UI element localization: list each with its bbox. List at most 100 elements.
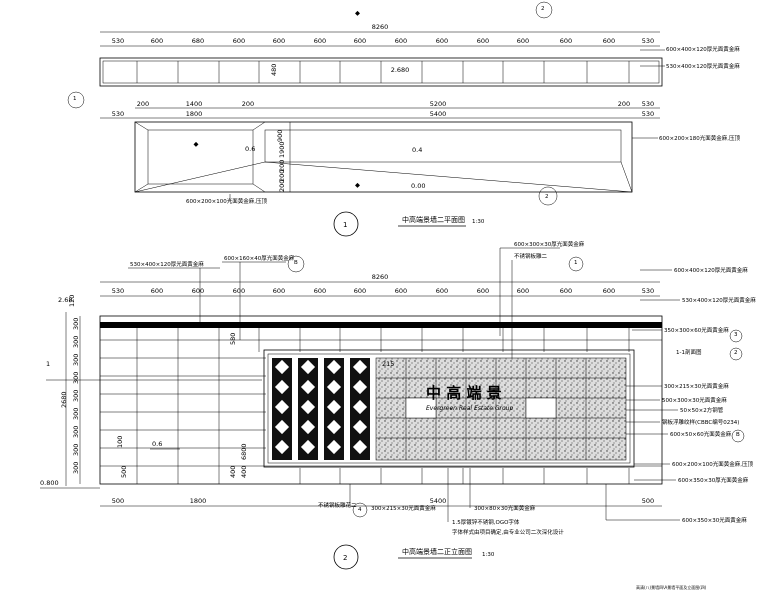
section-marker-left: [67, 91, 85, 109]
elev-note-b1: 不锈钢板雕花二: [318, 501, 357, 509]
plan-wall-cap: [99, 57, 663, 87]
elev-cap-band: [100, 322, 662, 328]
plan-low-dim: 530: [642, 110, 654, 118]
elev-left-dim: 300: [72, 390, 80, 402]
elev-marker-B-top: [287, 255, 305, 273]
plan-height-480: 480: [270, 64, 278, 76]
elev-top-dims: 530 600 600 600 600 600 600 600 600 600 …: [112, 287, 654, 295]
elev-bottom-dim: 1800: [190, 497, 207, 505]
plan-low-dim: 1800: [186, 110, 203, 118]
plan-top-dims: 530 600 680 600 600 600 600 600 600 600 …: [112, 37, 654, 45]
plan-note-r2: 530×400×120厚光面黄金麻: [666, 62, 740, 70]
elev-marker-2-label: 2: [734, 350, 738, 356]
elev-title-number: 2: [343, 554, 347, 562]
elev-dim-100: 100: [116, 436, 124, 448]
file-note: 高清(八)景墙四\A景墙平面及立面图(四): [636, 584, 707, 590]
plan-right-dim: 200: [278, 160, 286, 172]
elev-top-dim: 600: [354, 287, 366, 295]
elev-height-total: 2680: [60, 391, 68, 408]
elev-left-dim: 300: [72, 426, 80, 438]
elev-dim-500: 500: [120, 466, 128, 478]
elev-marker-1: [568, 256, 584, 272]
elev-title: 中高端景墙二正立面图: [402, 547, 472, 556]
plan-top-dim: 600: [314, 37, 326, 45]
plan-level-04: 0.4: [412, 146, 422, 154]
plan-cap-joints: [136, 61, 630, 83]
elev-note-b2: 300×215×30光面黄金麻: [371, 504, 436, 512]
elev-granite-blocks: [375, 357, 627, 461]
elev-dim-400b: 400: [240, 466, 248, 478]
elev-note-right: 600×350×30光面黄金麻: [682, 516, 747, 524]
elevation-view: 8260 530 600 600 600 600 600 600 600 600…: [40, 240, 756, 590]
elev-top-dim: 600: [273, 287, 285, 295]
plan-top-dim: 600: [273, 37, 285, 45]
elev-marker-B-right-label: B: [736, 432, 740, 438]
plan-title-number: 1: [343, 221, 347, 229]
elev-note-right: 500×300×30光面黄金麻: [662, 396, 727, 404]
elev-note-tl2: 600×160×40厚光面黄金麻: [224, 254, 295, 262]
elev-top-dim: 600: [233, 287, 245, 295]
elev-dim-580: 580: [229, 333, 237, 345]
elev-dim-400a: 400: [229, 466, 237, 478]
plan-note-bottom: 600×200×100光面黄金麻,压顶: [186, 197, 267, 205]
plan-level-main: 2.680: [391, 66, 410, 74]
elev-left-dim: 300: [72, 354, 80, 366]
elev-top-dim: 530: [642, 287, 654, 295]
elev-left-dim: 120: [68, 295, 76, 307]
elev-note-right: 530×400×120厚光面黄金麻: [682, 296, 756, 304]
section-marker-bottom: [538, 186, 558, 206]
elev-note-top2: 不锈钢板雕二: [514, 252, 548, 260]
plan-right-dim: 200: [278, 170, 286, 182]
elev-title-circle: [333, 544, 359, 570]
section-mark-1: 1: [73, 96, 77, 102]
plan-mid-dim: 1400: [186, 100, 203, 108]
elev-stone-grid: [100, 328, 662, 484]
elev-left-dim: 300: [72, 318, 80, 330]
elev-note-right: 600×400×120厚光面黄金麻: [674, 266, 748, 274]
plan-top-dim: 600: [233, 37, 245, 45]
plan-low-dim: 530: [112, 110, 124, 118]
elev-lettering: 中 高 端 景: [426, 384, 502, 402]
plan-view: 8260 530 600 680 600 600 600 600 600 600…: [67, 1, 740, 237]
elev-note-right: 300×215×30光面黄金麻: [664, 382, 729, 390]
plan-title-circle: [333, 211, 359, 237]
elev-note-right: 600×50×60光面黄金麻: [670, 430, 732, 438]
elev-total-width: 8260: [372, 273, 389, 281]
plan-mark: ◆: [194, 140, 199, 148]
plan-planter: [147, 129, 254, 185]
plan-mid-dim: 200: [618, 100, 630, 108]
elev-note-right: 1-1剖面图: [676, 348, 702, 356]
elev-top-dim: 600: [314, 287, 326, 295]
elev-note-right: 600×350×30厚光面黄金麻: [678, 476, 749, 484]
elev-marker-3: [729, 329, 743, 343]
elev-left-dim: 300: [72, 408, 80, 420]
plan-total-width: 8260: [372, 23, 389, 31]
elev-top-dim: 600: [395, 287, 407, 295]
elev-note-right: 50×50×2方钢管: [680, 406, 724, 414]
elev-dim-215: 215: [382, 360, 394, 368]
plan-top-dim: 600: [354, 37, 366, 45]
elev-lattice-screens: [272, 358, 370, 460]
plan-note-r3: 600×200×180光面黄金麻,压顶: [659, 134, 740, 142]
plan-note-r1: 600×400×120厚光面黄金麻: [666, 45, 740, 53]
elev-left-dim: 300: [72, 462, 80, 474]
plan-top-dim: 600: [477, 37, 489, 45]
elev-marker-3-label: 3: [734, 332, 738, 338]
plan-mid-dim: 200: [242, 100, 254, 108]
elev-note-right: 600×200×100光面黄金麻,压顶: [672, 460, 753, 468]
plan-top-dim: 600: [560, 37, 572, 45]
elev-top-dim: 600: [603, 287, 615, 295]
elev-top-dim: 600: [436, 287, 448, 295]
elev-level-0800: 0.800: [40, 479, 59, 487]
elev-marker-B-top-label: B: [294, 260, 298, 266]
elev-top-dim: 600: [517, 287, 529, 295]
elev-note-right: 钢板浮雕纹样(CBBC编号0234): [662, 418, 739, 426]
plan-mark-bottom: ◆: [355, 181, 360, 189]
plan-mid-dim: 200: [137, 100, 149, 108]
elev-top-dim: 600: [192, 287, 204, 295]
plan-top-dim: 600: [151, 37, 163, 45]
plan-level-000: 0.00: [411, 182, 425, 190]
elev-note-right: 350×300×60光面黄金麻: [664, 326, 729, 334]
elev-note-b4: 1.5厚镀锌不锈钢,OGO字体: [452, 518, 520, 526]
